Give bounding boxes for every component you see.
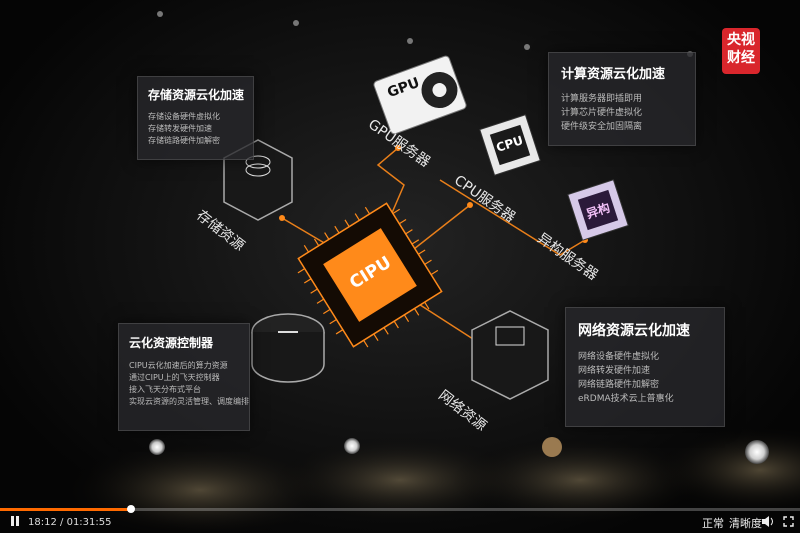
- network-panel: 网络资源云化加速 网络设备硬件虚拟化 网络转发硬件加速 网络链路硬件加解密 eR…: [565, 307, 725, 427]
- controller-panel-line: CIPU云化加速后的算力资源: [129, 361, 228, 370]
- compute-panel-line: 计算服务器即插即用: [561, 94, 643, 104]
- storage-panel-line: 存储转发硬件加速: [148, 124, 212, 133]
- controller-panel: 云化资源控制器 CIPU云化加速后的算力资源 通过CIPU上的飞天控制器 接入飞…: [118, 323, 250, 431]
- compute-panel: 计算资源云化加速 计算服务器即插即用 计算芯片硬件虚拟化 硬件级安全加固隔离: [548, 52, 696, 146]
- cctv-finance-logo: 央视 财经: [722, 28, 760, 74]
- logo-line-2: 财经: [727, 50, 755, 66]
- time-separator: /: [60, 517, 67, 528]
- pause-icon[interactable]: [10, 516, 20, 526]
- controller-panel-title: 云化资源控制器: [129, 336, 214, 350]
- storage-node-shape: [223, 139, 293, 221]
- logo-line-1: 央视: [727, 32, 755, 48]
- compute-panel-line: 计算芯片硬件虚拟化: [561, 108, 643, 118]
- compute-panel-title: 计算资源云化加速: [561, 67, 666, 82]
- controller-node-shape: [251, 313, 325, 383]
- network-node-shape: [471, 310, 549, 400]
- cpu-icon-shape: [479, 114, 541, 176]
- time-display: 18:12 / 01:31:55: [28, 517, 112, 528]
- controller-panel-line: 接入飞天分布式平台: [129, 385, 201, 394]
- progress-handle[interactable]: [127, 505, 136, 513]
- compute-panel-line: 硬件级安全加固隔离: [561, 122, 643, 132]
- progress-fill: [0, 508, 132, 511]
- network-panel-title: 网络资源云化加速: [578, 323, 690, 339]
- fullscreen-icon[interactable]: [783, 516, 794, 530]
- storage-panel-line: 存储设备硬件虚拟化: [148, 112, 220, 121]
- cipu-chip: [297, 202, 443, 348]
- speed-button[interactable]: 正常: [702, 517, 724, 530]
- gpu-card: [373, 55, 467, 135]
- quality-button[interactable]: 清晰度: [729, 517, 762, 530]
- storage-panel-title: 存储资源云化加速: [148, 88, 245, 102]
- progress-bar[interactable]: [0, 505, 800, 513]
- network-panel-line: eRDMA技术云上普惠化: [578, 394, 674, 404]
- time-current: 18:12: [28, 517, 57, 528]
- network-panel-line: 网络链路硬件加解密: [578, 380, 660, 390]
- controller-panel-line: 通过CIPU上的飞天控制器: [129, 373, 220, 382]
- hetero-icon-shape: [567, 179, 629, 241]
- time-total: 01:31:55: [66, 517, 112, 528]
- network-panel-line: 网络设备硬件虚拟化: [578, 352, 660, 362]
- network-panel-line: 网络转发硬件加速: [578, 366, 651, 376]
- volume-icon[interactable]: [762, 516, 774, 530]
- storage-panel: 存储资源云化加速 存储设备硬件虚拟化 存储转发硬件加速 存储链路硬件加解密: [137, 76, 254, 160]
- controller-panel-line: 实现云资源的灵活管理、调度编排: [129, 397, 249, 406]
- storage-panel-line: 存储链路硬件加解密: [148, 136, 220, 145]
